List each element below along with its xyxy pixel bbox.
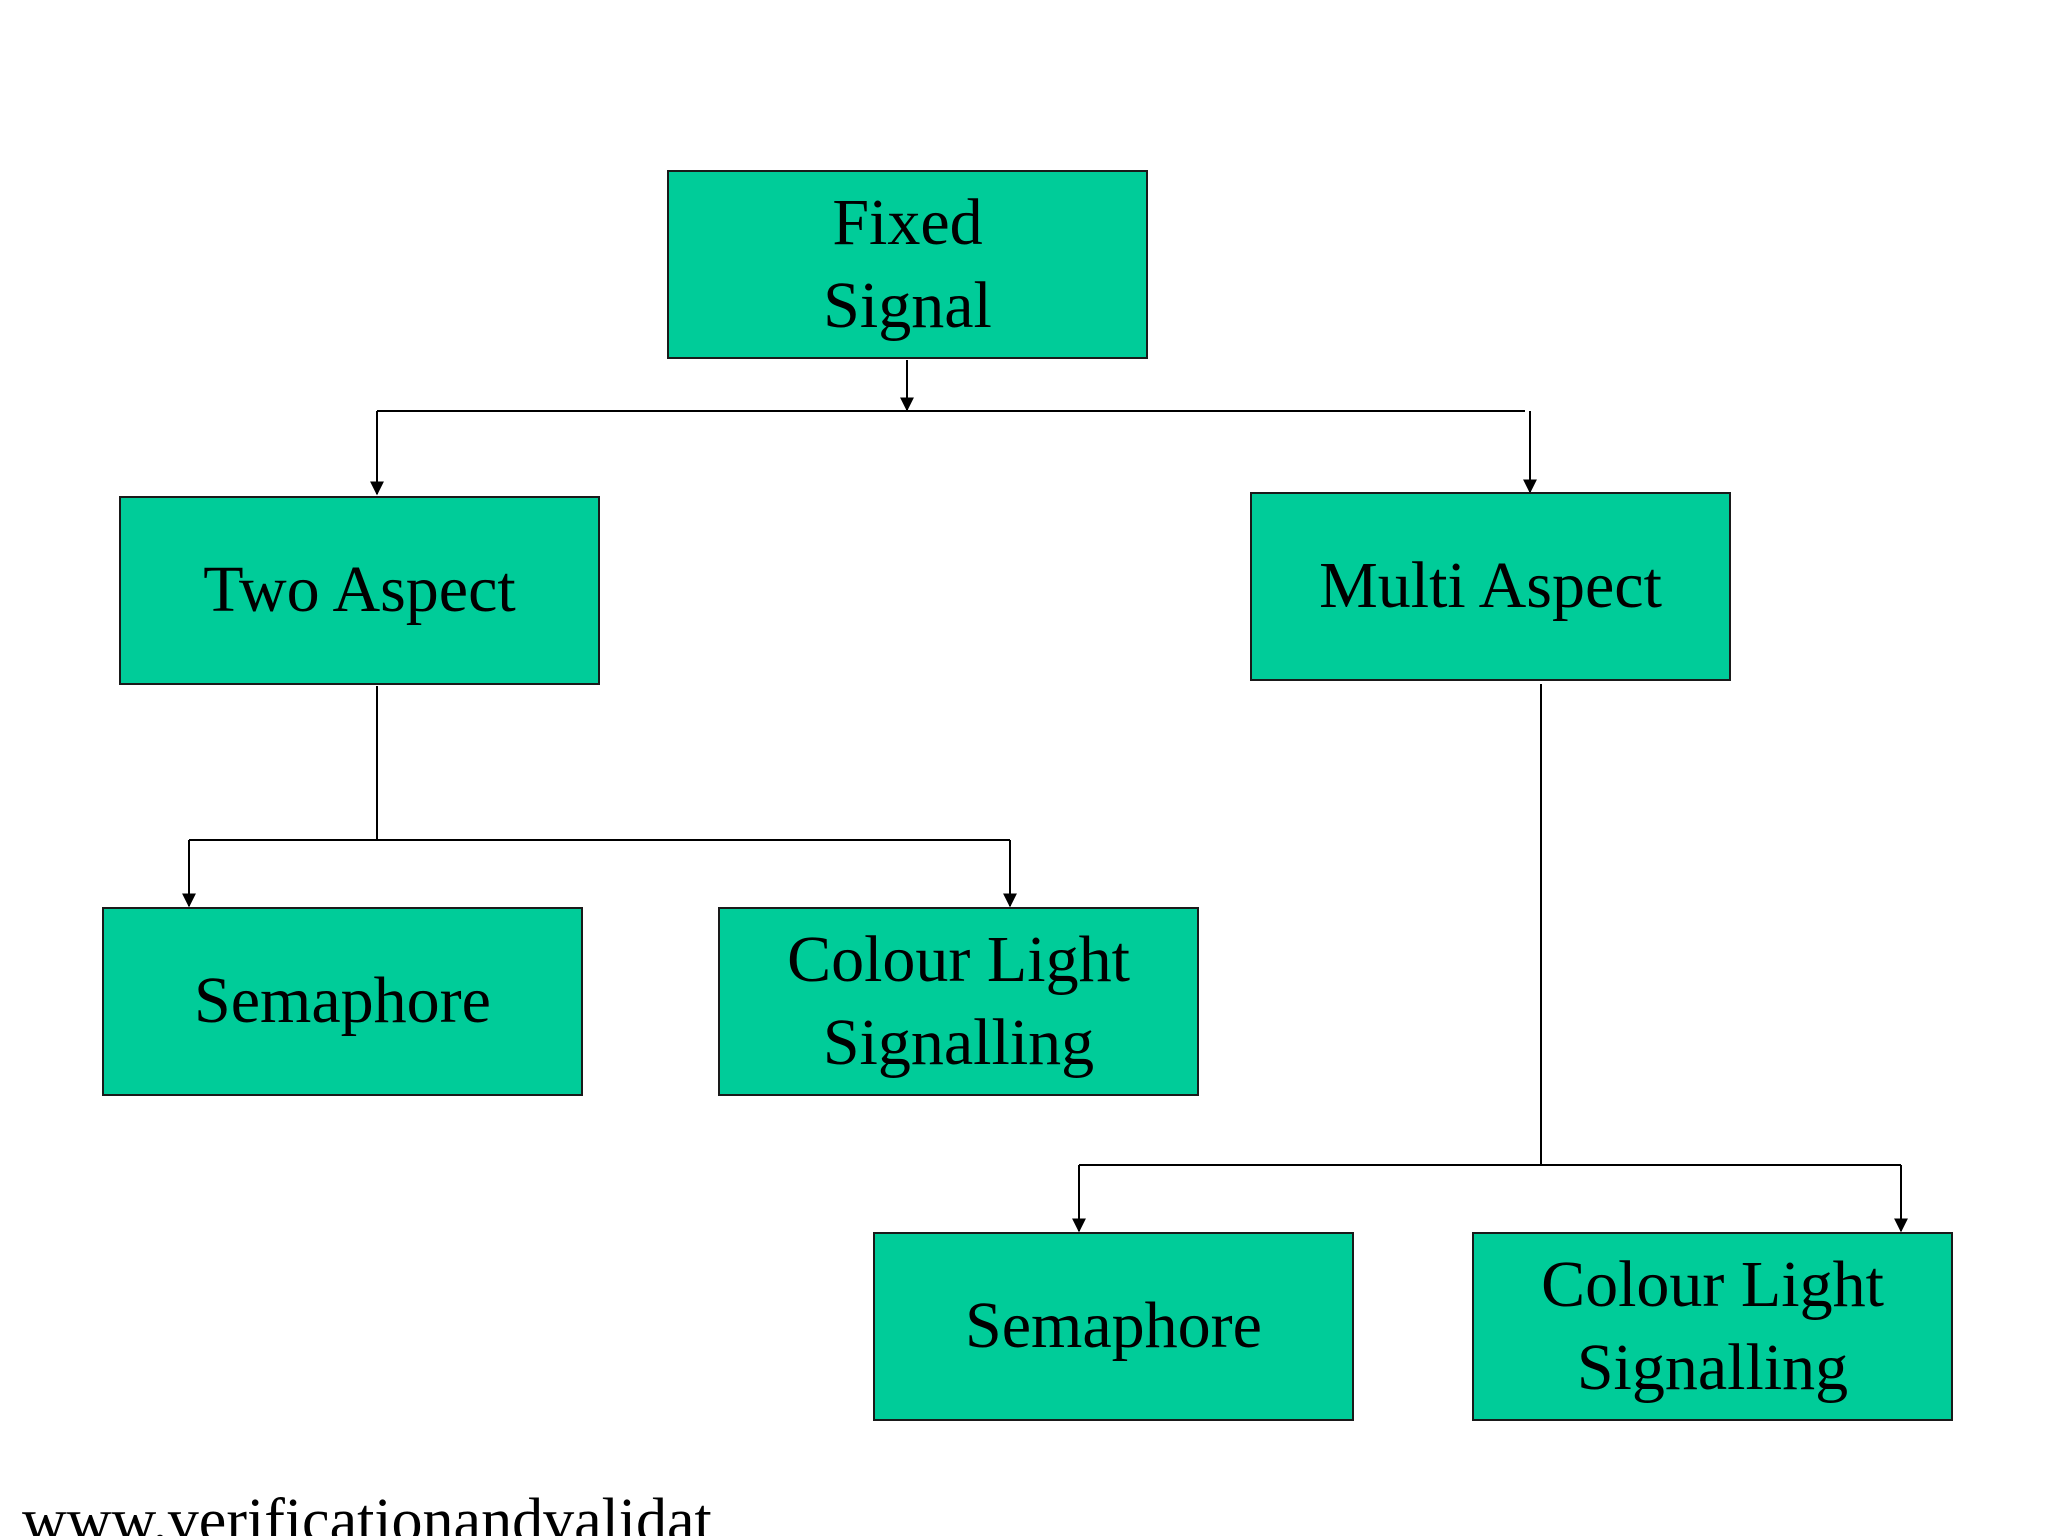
node-multi-aspect-colour-light-label: Colour Light Signalling — [1541, 1248, 1884, 1404]
footer-url-text: www.verificationandvalidat — [22, 1487, 712, 1536]
node-two-aspect-semaphore-label: Semaphore — [194, 964, 491, 1038]
node-multi-aspect: Multi Aspect — [1250, 492, 1731, 681]
node-two-aspect-colour-light: Colour Light Signalling — [718, 907, 1199, 1096]
node-two-aspect-colour-light-label: Colour Light Signalling — [787, 923, 1130, 1079]
node-two-aspect-semaphore: Semaphore — [102, 907, 583, 1096]
node-multi-aspect-label: Multi Aspect — [1319, 549, 1662, 623]
node-fixed-signal: Fixed Signal — [667, 170, 1148, 359]
node-multi-aspect-colour-light: Colour Light Signalling — [1472, 1232, 1953, 1421]
node-fixed-signal-label: Fixed Signal — [823, 186, 992, 342]
node-two-aspect: Two Aspect — [119, 496, 600, 685]
node-two-aspect-label: Two Aspect — [203, 553, 516, 627]
node-multi-aspect-semaphore: Semaphore — [873, 1232, 1354, 1421]
node-multi-aspect-semaphore-label: Semaphore — [965, 1289, 1262, 1363]
